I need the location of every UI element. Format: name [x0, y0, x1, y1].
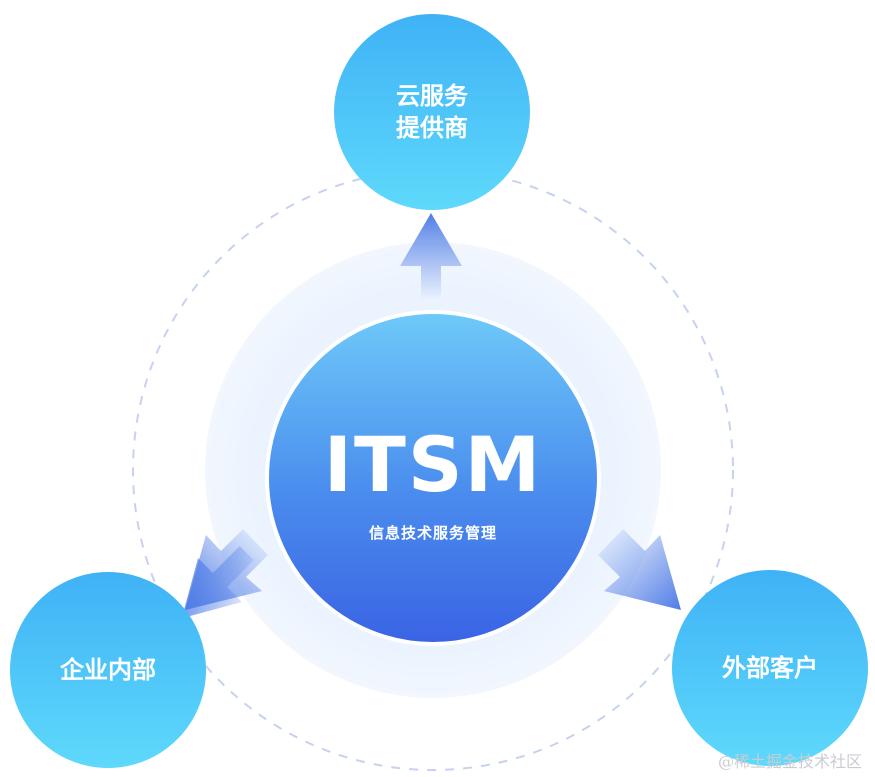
- satellite-left-circle: [10, 572, 206, 768]
- arrow-right-down-icon: [598, 529, 681, 610]
- center-circle: [265, 310, 601, 646]
- satellite-top-circle: [334, 14, 530, 210]
- arrow-left-down-icon: [185, 529, 268, 610]
- arrow-up-icon: [400, 213, 462, 300]
- dashed-ring: [132, 169, 734, 771]
- satellite-right-circle: [672, 570, 868, 766]
